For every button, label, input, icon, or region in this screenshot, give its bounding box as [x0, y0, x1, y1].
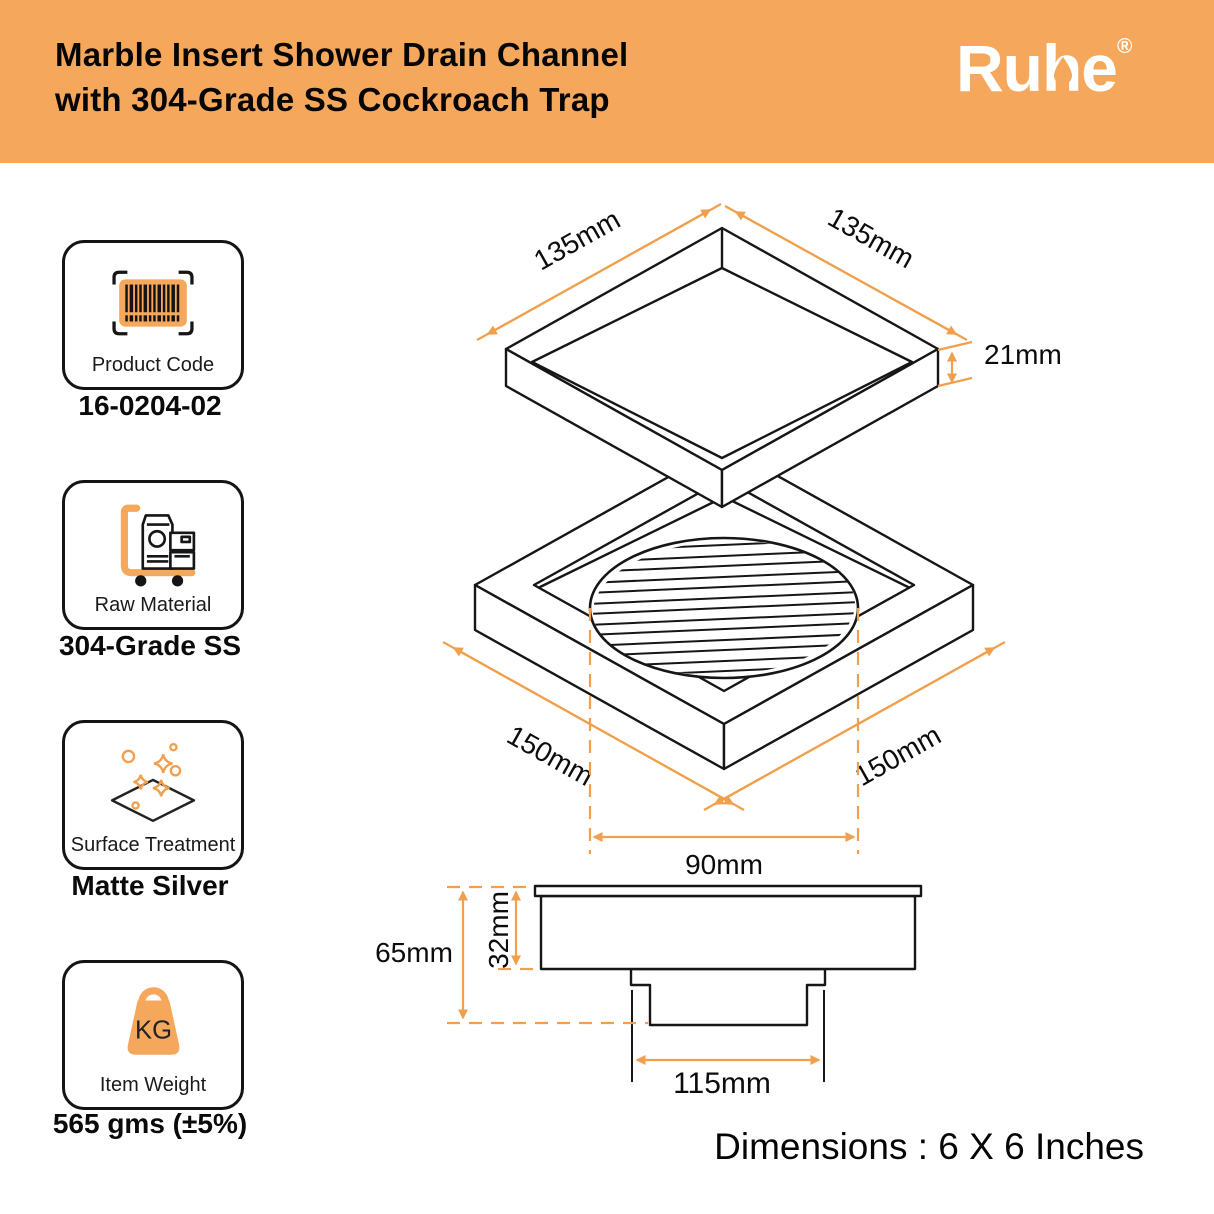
- dim-label-side-outlet: 115mm: [673, 1067, 771, 1100]
- spec-value-surface-treatment: Matte Silver: [71, 870, 229, 901]
- dim-label-body-right: 150mm: [849, 719, 946, 792]
- spec-card-raw-material: Raw Material: [62, 480, 244, 630]
- spec-card-item-weight: KG Item Weight: [62, 960, 244, 1110]
- overall-dimensions-note: Dimensions : 6 X 6 Inches: [714, 1126, 1144, 1167]
- spec-label: Item Weight: [99, 1074, 207, 1096]
- barcode-icon: [101, 243, 205, 354]
- dim-label-side-body: 32mm: [483, 891, 514, 969]
- spec-label: Product Code: [91, 354, 215, 376]
- dim-label-body-drain: 90mm: [685, 849, 763, 880]
- dim-body-90-drain: 90mm: [588, 608, 860, 880]
- brand-name: Ruhe: [956, 31, 1118, 105]
- spec-value-item-weight: 565 gms (±5%): [52, 1108, 248, 1139]
- dim-tray-21-depth: 21mm: [937, 339, 1062, 388]
- marble-insert-tray-view: [504, 226, 940, 509]
- surface-sparkle-icon: [101, 723, 205, 834]
- brand-logo: Ruhe®: [956, 30, 1156, 130]
- spec-card-product-code: Product Code: [62, 240, 244, 390]
- spec-value-raw-material: 304-Grade SS: [58, 630, 242, 661]
- dim-side-115-outlet: 115mm: [635, 1055, 821, 1100]
- kg-text: KG: [135, 1016, 172, 1044]
- header-banner: Marble Insert Shower Drain Channel with …: [0, 0, 1214, 163]
- spec-label: Raw Material: [94, 594, 212, 616]
- water-drop-icon: [1054, 57, 1072, 85]
- product-title-line1: Marble Insert Shower Drain Channel: [55, 36, 629, 73]
- spec-value-product-code: 16-0204-02: [78, 390, 222, 421]
- cross-section-view: [533, 884, 923, 1082]
- dim-label-tray-right: 135mm: [823, 202, 920, 275]
- registered-mark: ®: [1117, 35, 1133, 58]
- dim-side-32-body: 32mm: [483, 890, 540, 971]
- dim-label-tray-depth: 21mm: [984, 339, 1062, 370]
- weight-kg-icon: KG: [101, 963, 205, 1074]
- dim-label-body-left: 150mm: [502, 719, 599, 792]
- spec-label: Surface Treatment: [70, 834, 236, 856]
- spec-card-surface-treatment: Surface Treatment: [62, 720, 244, 870]
- product-title-line2: with 304-Grade SS Cockroach Trap: [55, 81, 610, 118]
- material-trolley-icon: [101, 483, 205, 594]
- dim-label-side-total: 65mm: [375, 937, 453, 968]
- product-title: Marble Insert Shower Drain Channel with …: [55, 32, 628, 122]
- dim-side-65-total: 65mm: [375, 885, 648, 1025]
